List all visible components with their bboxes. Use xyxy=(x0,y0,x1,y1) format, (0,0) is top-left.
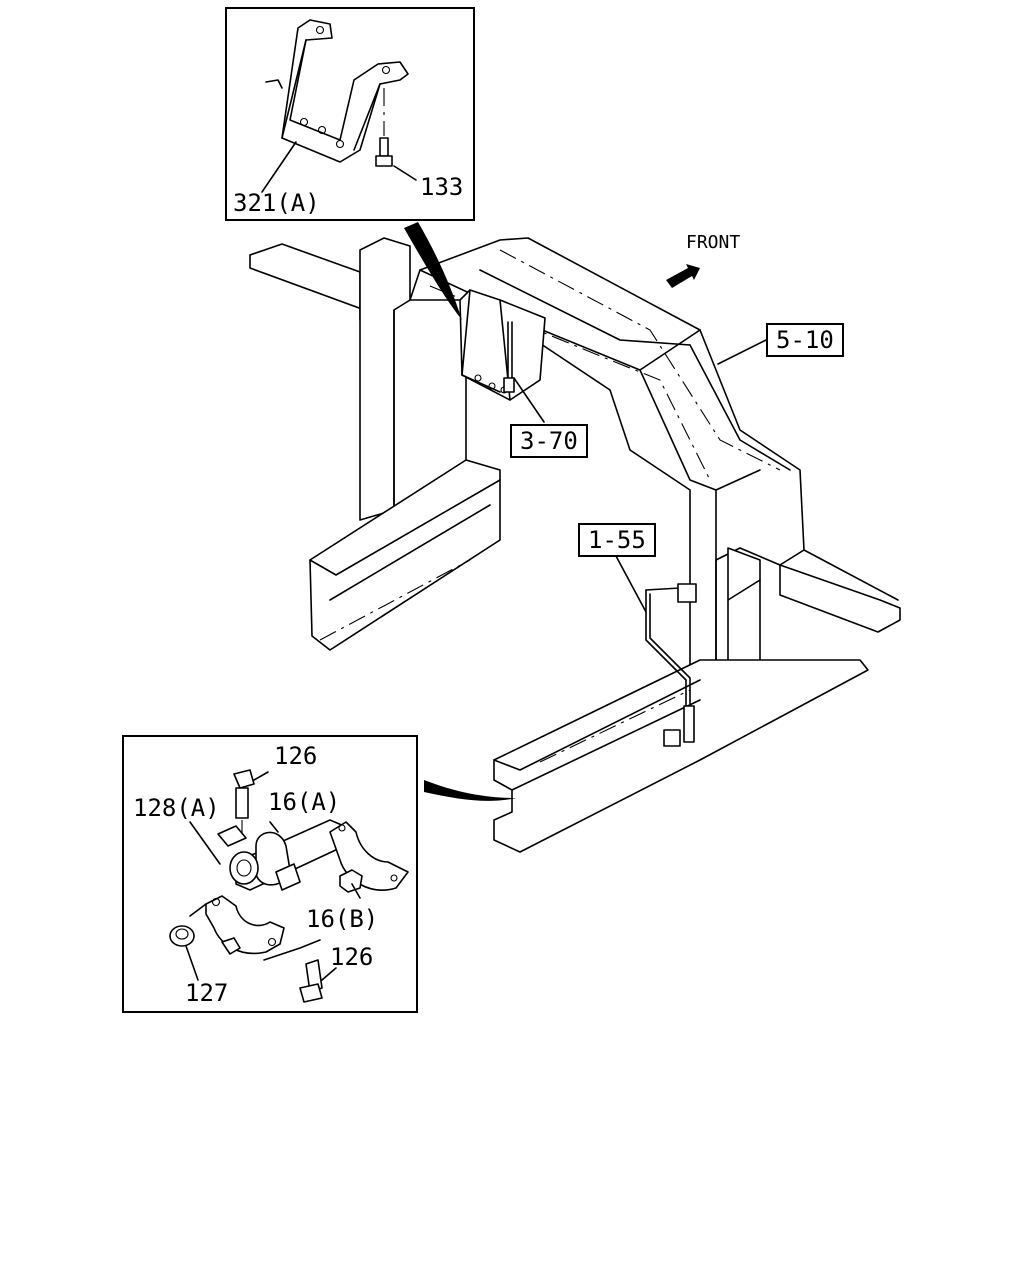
washer-128a-label: 128(A) xyxy=(133,794,220,822)
bolt-133-label: 133 xyxy=(420,173,464,201)
clamp-16a-label: 16(A) xyxy=(268,788,341,816)
clamp-16b-label: 16(B) xyxy=(306,905,379,933)
bolt-126-top-label: 126 xyxy=(274,742,318,770)
bolt-126-bottom-label: 126 xyxy=(330,943,374,971)
ref-5-10-callout[interactable]: 5-10 xyxy=(766,323,844,357)
nut-127-label: 127 xyxy=(185,979,229,1007)
front-arrow-icon xyxy=(666,264,700,288)
chassis-frame xyxy=(249,237,901,853)
front-label: FRONT xyxy=(686,232,741,253)
bottom-inset xyxy=(122,735,418,1013)
ref-1-55-callout[interactable]: 1-55 xyxy=(578,523,656,557)
ref-3-70-callout[interactable]: 3-70 xyxy=(510,424,588,458)
bracket-321a-label: 321(A) xyxy=(233,189,320,217)
top-inset xyxy=(225,7,475,221)
